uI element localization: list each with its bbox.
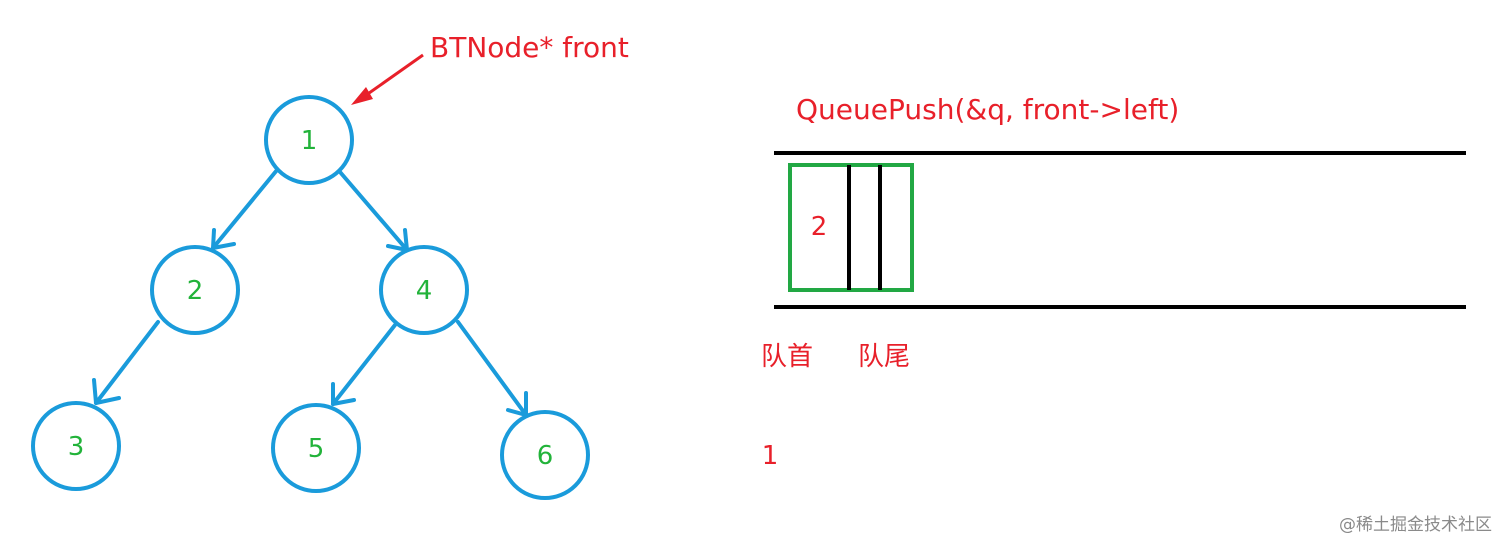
arrowhead-4-5 — [331, 382, 356, 406]
tree-node: 4 — [379, 245, 469, 335]
edge-2-3 — [94, 320, 160, 405]
queue-item-value: 2 — [811, 212, 828, 242]
node-label: 4 — [416, 276, 433, 306]
pointer-label: BTNode* front — [430, 31, 629, 64]
edge-1-2 — [211, 168, 279, 250]
node-label: 1 — [301, 126, 318, 156]
watermark-text: @稀土掘金技术社区 — [1339, 515, 1492, 535]
node-label: 6 — [537, 441, 554, 471]
queue-tail-label: 队尾 — [858, 342, 910, 372]
arrowhead-2-3 — [92, 378, 121, 405]
pointer-arrow-line — [361, 53, 424, 100]
tree-node: 2 — [150, 245, 240, 335]
tree-node: 3 — [31, 401, 121, 491]
queue-head-label: 队首 — [761, 342, 813, 372]
edge-4-6 — [456, 320, 528, 417]
pointer-arrowhead — [351, 87, 373, 105]
node-label: 3 — [68, 432, 85, 462]
tree-node: 1 — [264, 95, 354, 185]
printed-output: 1 — [762, 441, 779, 471]
node-label: 5 — [308, 434, 325, 464]
arrowhead-1-2 — [211, 228, 236, 250]
tree-node: 5 — [271, 403, 361, 493]
queue: QueuePush(&q, front->left) 2 队首 队尾 — [761, 93, 1466, 372]
node-label: 2 — [187, 276, 204, 306]
edge-4-5 — [331, 323, 397, 406]
front-pointer: BTNode* front — [351, 31, 629, 105]
queue-operation-label: QueuePush(&q, front->left) — [796, 93, 1179, 126]
tree-node: 6 — [500, 410, 590, 500]
edge-1-4 — [338, 170, 409, 252]
tree-edges — [92, 168, 528, 417]
tree-nodes: 1 2 4 3 5 6 — [31, 95, 590, 500]
